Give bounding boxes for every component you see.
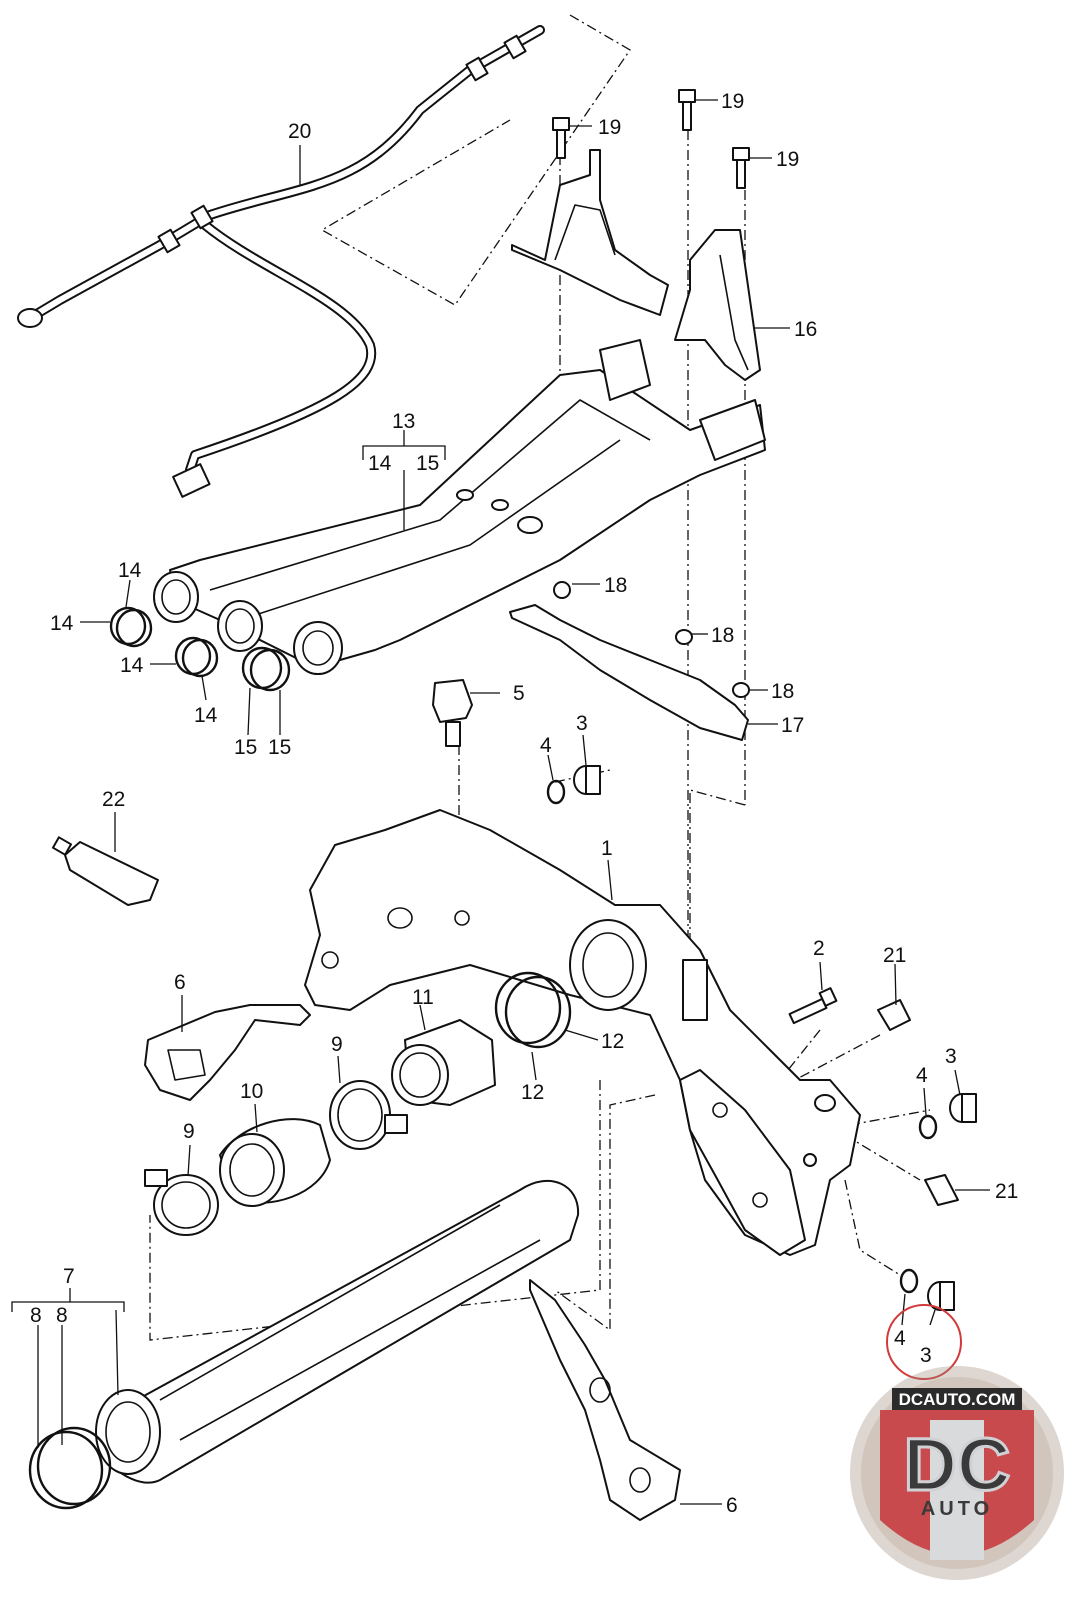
callout-numbers: 20 19 19 19 16 13 14 15 14 14 14 14 15 1… (30, 90, 1018, 1517)
o-rings-14-15 (109, 606, 291, 692)
callout-3b: 3 (945, 1045, 957, 1068)
callout-19a: 19 (598, 116, 621, 139)
callout-22: 22 (102, 788, 125, 811)
callout-16: 16 (794, 318, 817, 341)
callout-18b: 18 (711, 624, 734, 647)
logo-word: AUTO (921, 1498, 993, 1520)
callout-6a: 6 (174, 971, 186, 994)
vent-hose (17, 25, 545, 498)
cross-member-13 (153, 339, 766, 675)
dcauto-logo: DCAUTO.COM DC AUTO (850, 1366, 1064, 1580)
callout-4a: 4 (540, 734, 552, 757)
callout-6b: 6 (726, 1494, 738, 1517)
callout-14b: 14 (50, 612, 74, 635)
callout-15b: 15 (268, 736, 291, 759)
highlight-circle (886, 1304, 962, 1380)
callout-3a: 3 (576, 712, 588, 735)
callout-14d: 14 (194, 704, 218, 727)
callout-17: 17 (781, 714, 804, 737)
callout-18c: 18 (771, 680, 794, 703)
callout-21a: 21 (883, 944, 906, 967)
callout-1: 1 (601, 837, 613, 860)
callout-13-15: 15 (416, 452, 439, 475)
plugs-and-seals (546, 765, 977, 1311)
callout-4c: 4 (894, 1327, 906, 1350)
callout-4b: 4 (916, 1064, 928, 1087)
callout-8b: 8 (56, 1304, 68, 1327)
bracket-17 (509, 581, 750, 741)
brackets-16 (511, 149, 761, 381)
callout-15a: 15 (234, 736, 257, 759)
callout-2: 2 (813, 937, 825, 960)
callout-19c: 19 (776, 148, 799, 171)
callout-13: 13 (392, 410, 415, 433)
sensor-5 (432, 679, 473, 747)
main-housing-1 (304, 809, 861, 1256)
callout-13-14: 14 (368, 452, 392, 475)
leader-lines (11, 99, 990, 1505)
logo-letters: DC (904, 1423, 1011, 1506)
bolts-19 (552, 89, 750, 189)
callout-20: 20 (288, 120, 311, 143)
callout-14a: 14 (118, 559, 142, 582)
callout-18a: 18 (604, 574, 627, 597)
callout-21b: 21 (995, 1180, 1018, 1203)
logo-site: DCAUTO.COM (899, 1390, 1016, 1409)
sealant-tube-22 (51, 836, 159, 906)
bolt-2-and-clamps-21 (788, 987, 959, 1206)
callout-9a: 9 (331, 1033, 343, 1056)
callout-12b: 12 (521, 1081, 544, 1104)
gaskets-6 (144, 1004, 681, 1521)
callout-11: 11 (412, 986, 434, 1009)
callout-14c: 14 (120, 654, 144, 677)
callout-3c: 3 (920, 1344, 932, 1367)
callout-5: 5 (513, 682, 525, 705)
callout-9b: 9 (183, 1120, 195, 1143)
callout-8a: 8 (30, 1304, 42, 1327)
callout-10: 10 (240, 1080, 263, 1103)
coolant-pipe-7 (28, 1179, 580, 1510)
hose-parts (144, 971, 572, 1236)
callout-19b: 19 (721, 90, 744, 113)
callout-7: 7 (63, 1265, 75, 1288)
callout-12a: 12 (601, 1030, 624, 1053)
